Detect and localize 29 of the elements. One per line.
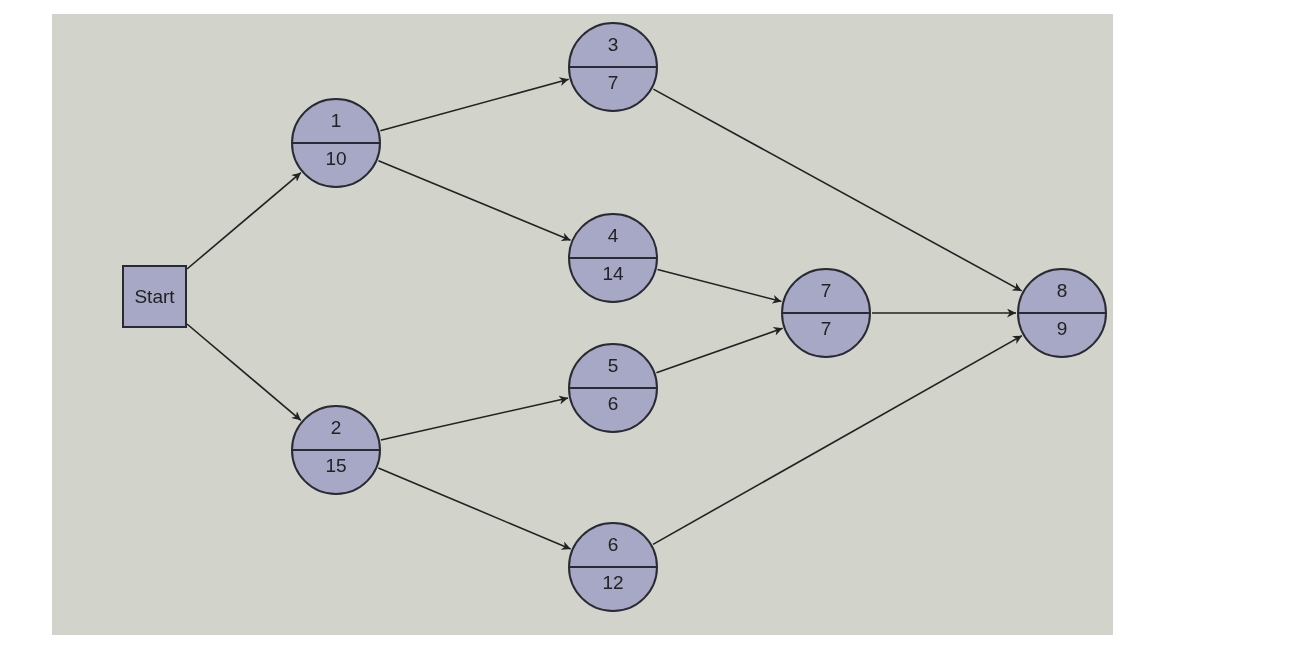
activity-number: 4 — [606, 225, 620, 247]
arrow — [656, 268, 783, 304]
activity-number: 3 — [606, 34, 620, 56]
activity-duration: 10 — [324, 148, 348, 170]
activity-number: 6 — [606, 534, 620, 556]
activity-number: 5 — [606, 355, 620, 377]
activity-number: 1 — [329, 110, 343, 132]
activity-duration: 7 — [606, 72, 620, 94]
arrow — [379, 77, 570, 132]
activity-duration: 7 — [819, 318, 833, 340]
arrow — [652, 88, 1023, 292]
activity-number: 7 — [819, 280, 833, 302]
activity-number: 2 — [329, 417, 343, 439]
arrow — [186, 171, 302, 270]
activity-duration: 15 — [324, 455, 348, 477]
activity-duration: 14 — [601, 263, 625, 285]
arrow — [380, 395, 569, 441]
activity-duration: 12 — [601, 572, 625, 594]
arrow — [377, 159, 572, 242]
activity-duration: 9 — [1055, 318, 1069, 340]
arrow — [871, 308, 1017, 318]
arrow — [377, 467, 572, 550]
arrow — [652, 334, 1023, 546]
arrow — [186, 323, 302, 422]
arrow — [655, 327, 784, 374]
start-box — [122, 265, 187, 328]
activity-duration: 6 — [606, 393, 620, 415]
activity-number: 8 — [1055, 280, 1069, 302]
node-label: Start — [134, 285, 175, 308]
